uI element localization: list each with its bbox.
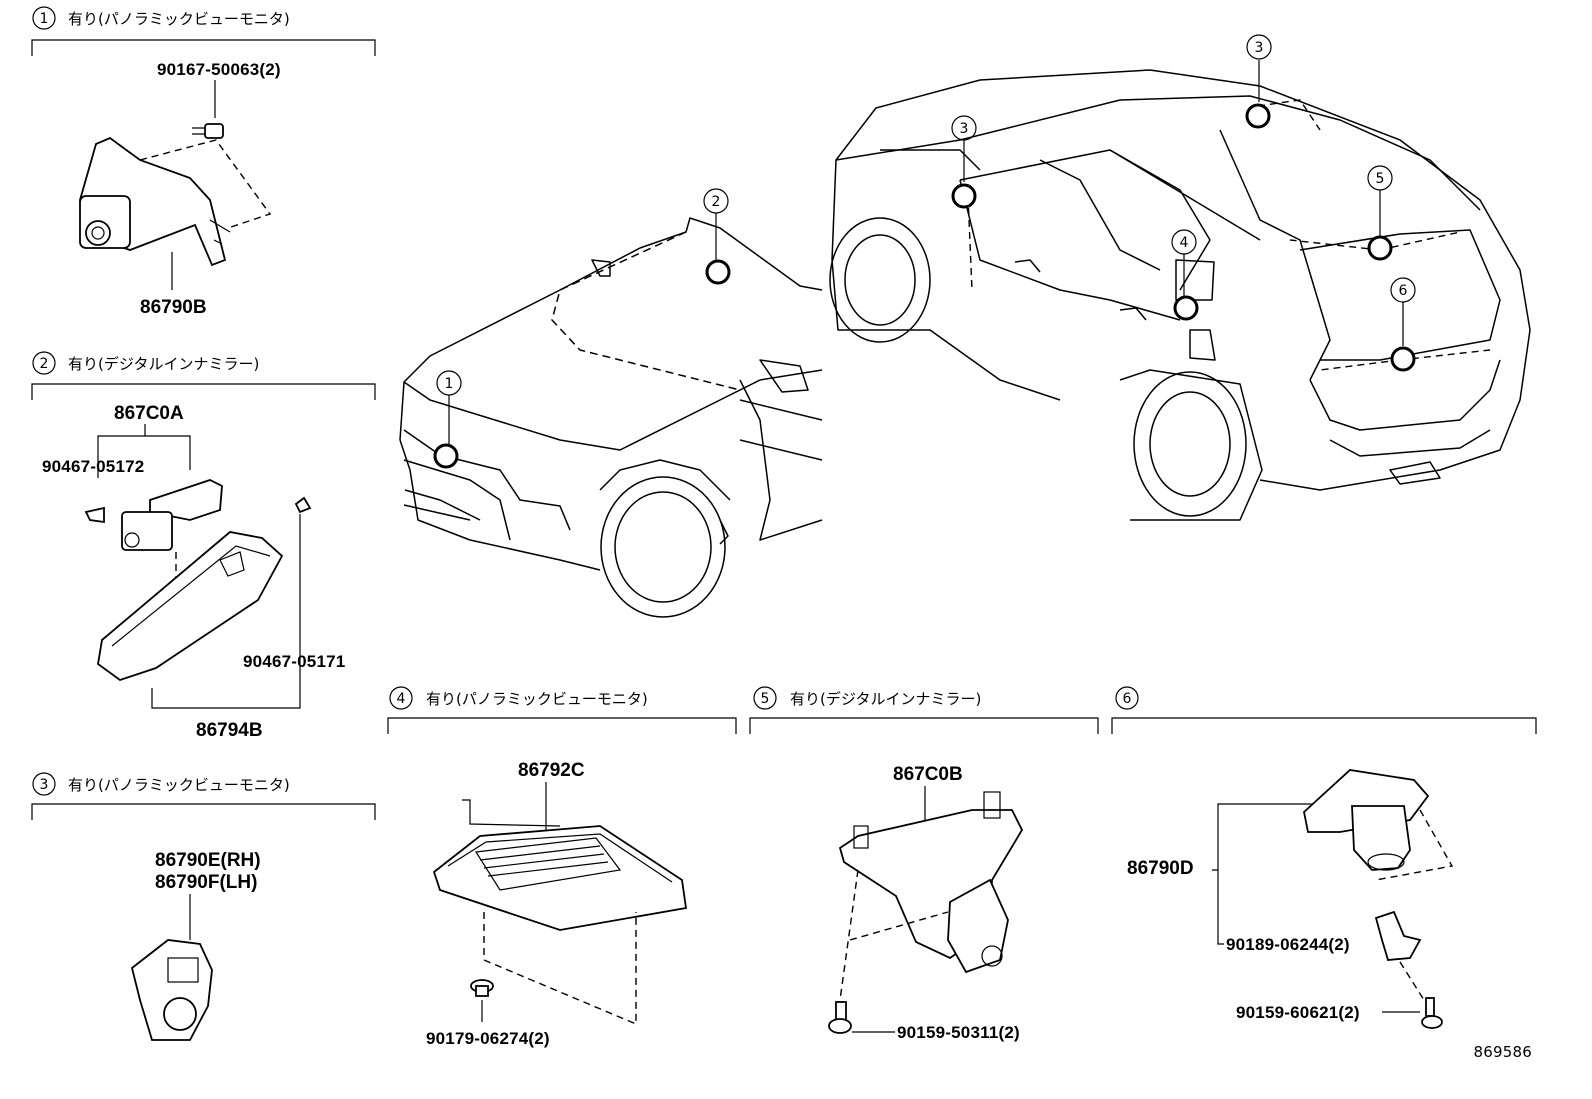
section-title: 有り(パノラミックビューモニタ) — [68, 10, 290, 28]
location-dot — [705, 259, 731, 285]
location-dot — [1245, 103, 1271, 129]
front-camera-icon — [79, 136, 272, 267]
part-number: 90159-50311(2) — [897, 1023, 1020, 1042]
part-number: 90467-05172 — [42, 457, 144, 476]
callout-4: 4 — [1171, 229, 1197, 255]
section-2: 2 有り(デジタルインナミラー) 867C0A 90467-05172 9046… — [31, 351, 376, 741]
callout-3b: 3 — [1246, 34, 1272, 60]
section-number-circle — [32, 6, 56, 30]
location-dot — [1367, 235, 1393, 261]
section-number: 1 — [40, 11, 49, 27]
section-title: 有り(パノラミックビューモニタ) — [68, 776, 290, 794]
diagram-id: 869586 — [1474, 1043, 1532, 1061]
part-number: 86790D — [1127, 858, 1194, 879]
svg-text:6: 6 — [1399, 283, 1408, 299]
section-6: 6 86790D 90189-06244(2) 90159-60621(2) — [1111, 686, 1537, 1029]
clip-icon — [1374, 910, 1422, 961]
part-number: 86790F(LH) — [155, 872, 257, 893]
backup-camera-icon — [1303, 769, 1454, 881]
location-dot — [1390, 346, 1416, 372]
callout-2: 2 — [703, 188, 729, 214]
callout-6: 6 — [1390, 277, 1416, 303]
rear-vehicle-drawing — [829, 60, 1531, 521]
section-number: 4 — [397, 691, 406, 707]
section-number: 2 — [40, 356, 49, 372]
section-title: 有り(パノラミックビューモニタ) — [426, 690, 648, 708]
part-number: 90167-50063(2) — [157, 60, 281, 79]
rear-camera-icon — [838, 791, 1024, 974]
part-number: 90189-06244(2) — [1226, 935, 1350, 954]
mirror-cover-icon — [97, 496, 312, 682]
part-number: 90179-06274(2) — [426, 1029, 550, 1048]
mirror-camera-icon — [84, 479, 223, 551]
callout-1: 1 — [436, 370, 462, 396]
section-3: 3 有り(パノラミックビューモニタ) 86790E(RH) 86790F(LH) — [31, 772, 376, 1041]
location-dot — [433, 443, 459, 469]
svg-text:3: 3 — [1255, 40, 1264, 56]
section-number: 3 — [40, 777, 49, 793]
svg-text:3: 3 — [960, 121, 969, 137]
part-number: 867C0B — [893, 764, 963, 785]
part-number: 86790B — [140, 297, 207, 318]
svg-text:1: 1 — [445, 376, 454, 392]
location-dot — [951, 183, 977, 209]
bolt-icon — [192, 123, 224, 139]
callout-5: 5 — [1367, 165, 1393, 191]
section-number: 5 — [761, 691, 770, 707]
svg-text:2: 2 — [712, 194, 721, 210]
part-number: 86790E(RH) — [155, 850, 261, 871]
part-number: 90159-60621(2) — [1236, 1003, 1360, 1022]
section-1: 1 有り(パノラミックビューモニタ) 90167-50063(2) 86790B — [31, 6, 376, 318]
part-number: 90467-05171 — [243, 652, 345, 671]
part-number: 86792C — [518, 760, 585, 781]
callout-3a: 3 — [951, 115, 977, 141]
ecu-icon — [432, 799, 688, 931]
svg-text:5: 5 — [1376, 171, 1385, 187]
screw-icon — [828, 1001, 852, 1034]
front-vehicle-drawing — [399, 213, 823, 618]
part-number: 867C0A — [114, 403, 184, 424]
screw-icon — [1421, 997, 1443, 1029]
section-4: 4 有り(パノラミックビューモニタ) 86792C 90179-06274(2) — [387, 686, 737, 1048]
location-dot — [1173, 295, 1199, 321]
nut-icon — [470, 979, 494, 997]
section-number: 6 — [1123, 691, 1132, 707]
part-number: 86794B — [196, 720, 263, 741]
section-bracket — [31, 39, 376, 56]
section-5: 5 有り(デジタルインナミラー) 867C0B 90159-50311(2) — [749, 686, 1099, 1042]
svg-text:4: 4 — [1180, 235, 1189, 251]
section-title: 有り(デジタルインナミラー) — [790, 690, 981, 708]
side-camera-icon — [130, 939, 213, 1041]
section-title: 有り(デジタルインナミラー) — [68, 355, 259, 373]
